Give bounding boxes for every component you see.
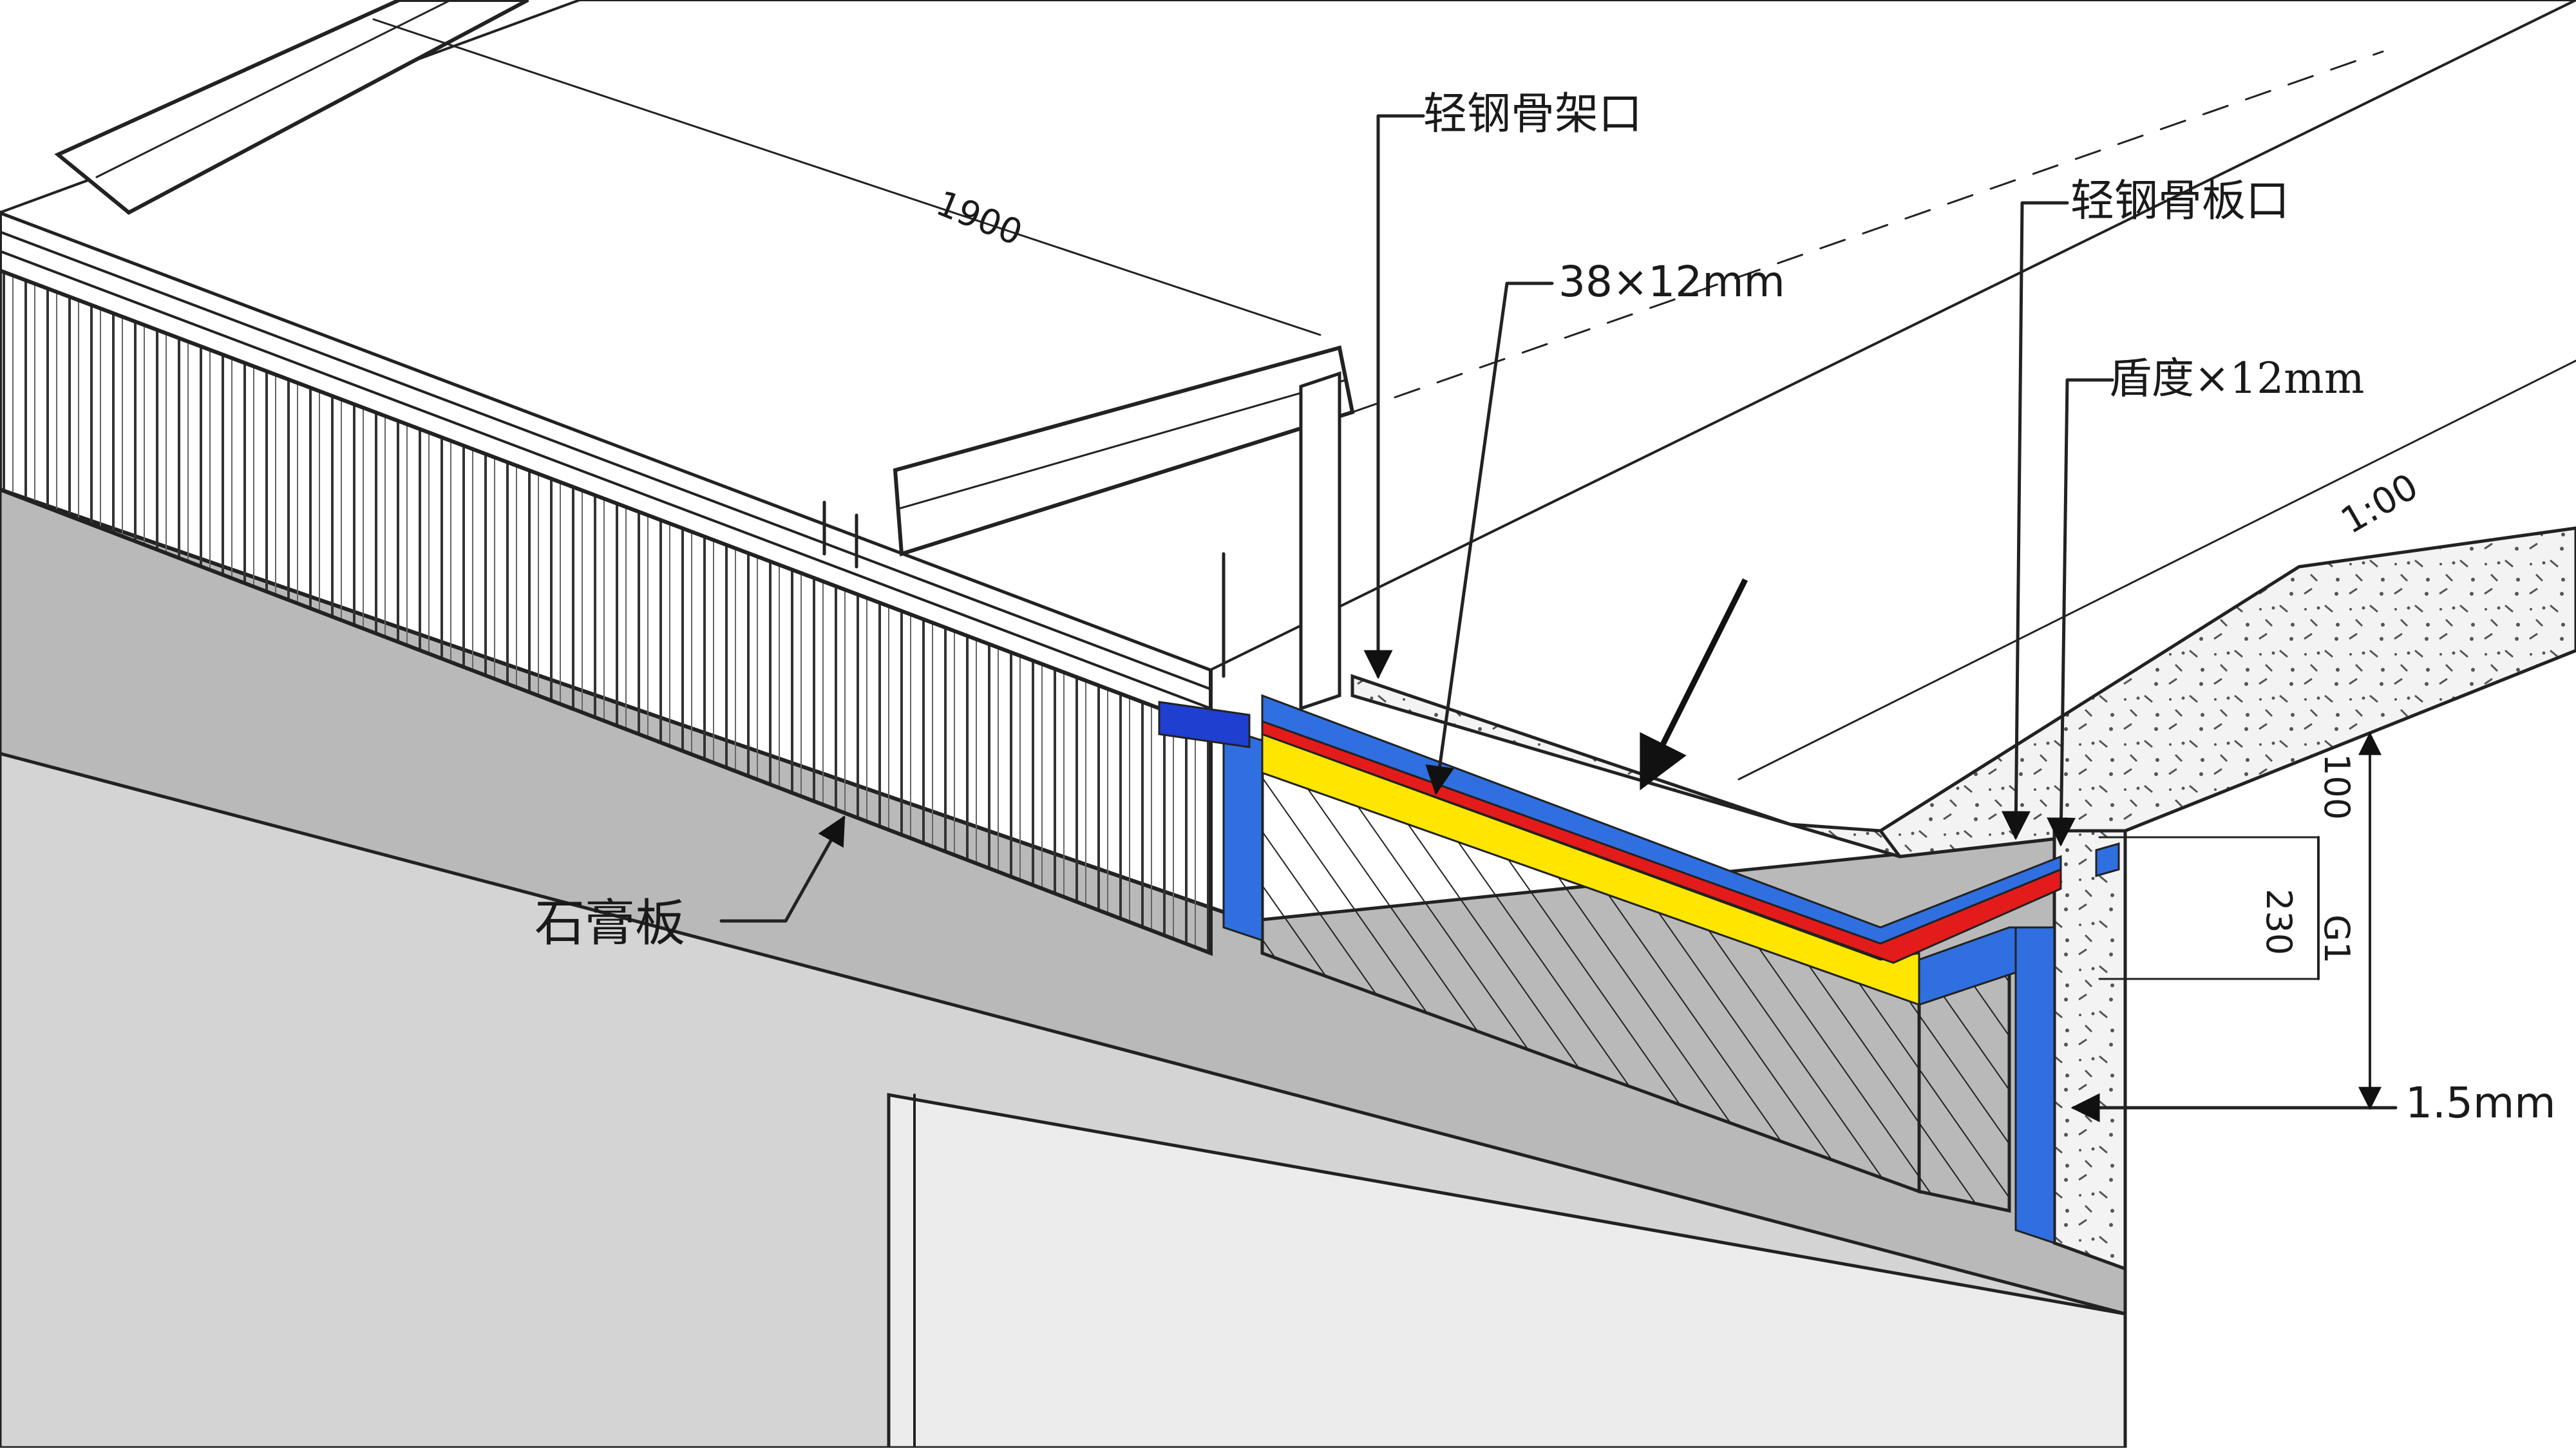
label-thickness-small: 1.5mm — [2405, 1078, 2556, 1128]
label-light-steel-frame: 轻钢骨架口 — [1423, 89, 1642, 140]
layer-blue-left-post — [1222, 726, 1264, 942]
leader-light-steel-board — [2001, 201, 2069, 840]
dim-depth-a: 100 — [2316, 754, 2357, 820]
leaders — [719, 114, 2398, 1123]
layer-blue-right-post — [2095, 842, 2120, 877]
dim-depth-b: 230 — [2259, 889, 2299, 955]
labels: 轻钢骨架口 38×12mm 轻钢骨板口 盾度×12mm 石膏板 1.5mm 19… — [535, 89, 2556, 1128]
leader-section-size — [1425, 281, 1554, 795]
label-gypsum-board: 石膏板 — [535, 895, 685, 953]
concrete-end-face — [2052, 829, 2127, 1271]
bold-indicator-arrow — [1639, 578, 1748, 791]
hanger-post — [1299, 371, 1341, 711]
dim-length-side: 1:00 — [2334, 466, 2425, 542]
dim-depth-c: G1 — [2316, 915, 2357, 963]
gypsum-slab — [0, 488, 2127, 1450]
label-section-size: 38×12mm — [1558, 257, 1785, 307]
dimension-lines — [372, 18, 2576, 1110]
label-thickness-size: 盾度×12mm — [2109, 354, 2364, 403]
concrete-right-block — [1878, 526, 2576, 858]
leader-light-steel-frame — [1363, 114, 1425, 679]
composite-section — [1158, 526, 2576, 1271]
layer-blue-top — [1261, 694, 2062, 945]
layer-blue-vertical — [2014, 926, 2056, 1245]
leader-gypsum-board — [719, 815, 846, 923]
cross-beam-1 — [54, 0, 529, 215]
label-light-steel-board: 轻钢骨板口 — [2070, 176, 2289, 227]
navy-block — [1158, 701, 1251, 748]
leader-thickness-size — [2047, 378, 2114, 847]
